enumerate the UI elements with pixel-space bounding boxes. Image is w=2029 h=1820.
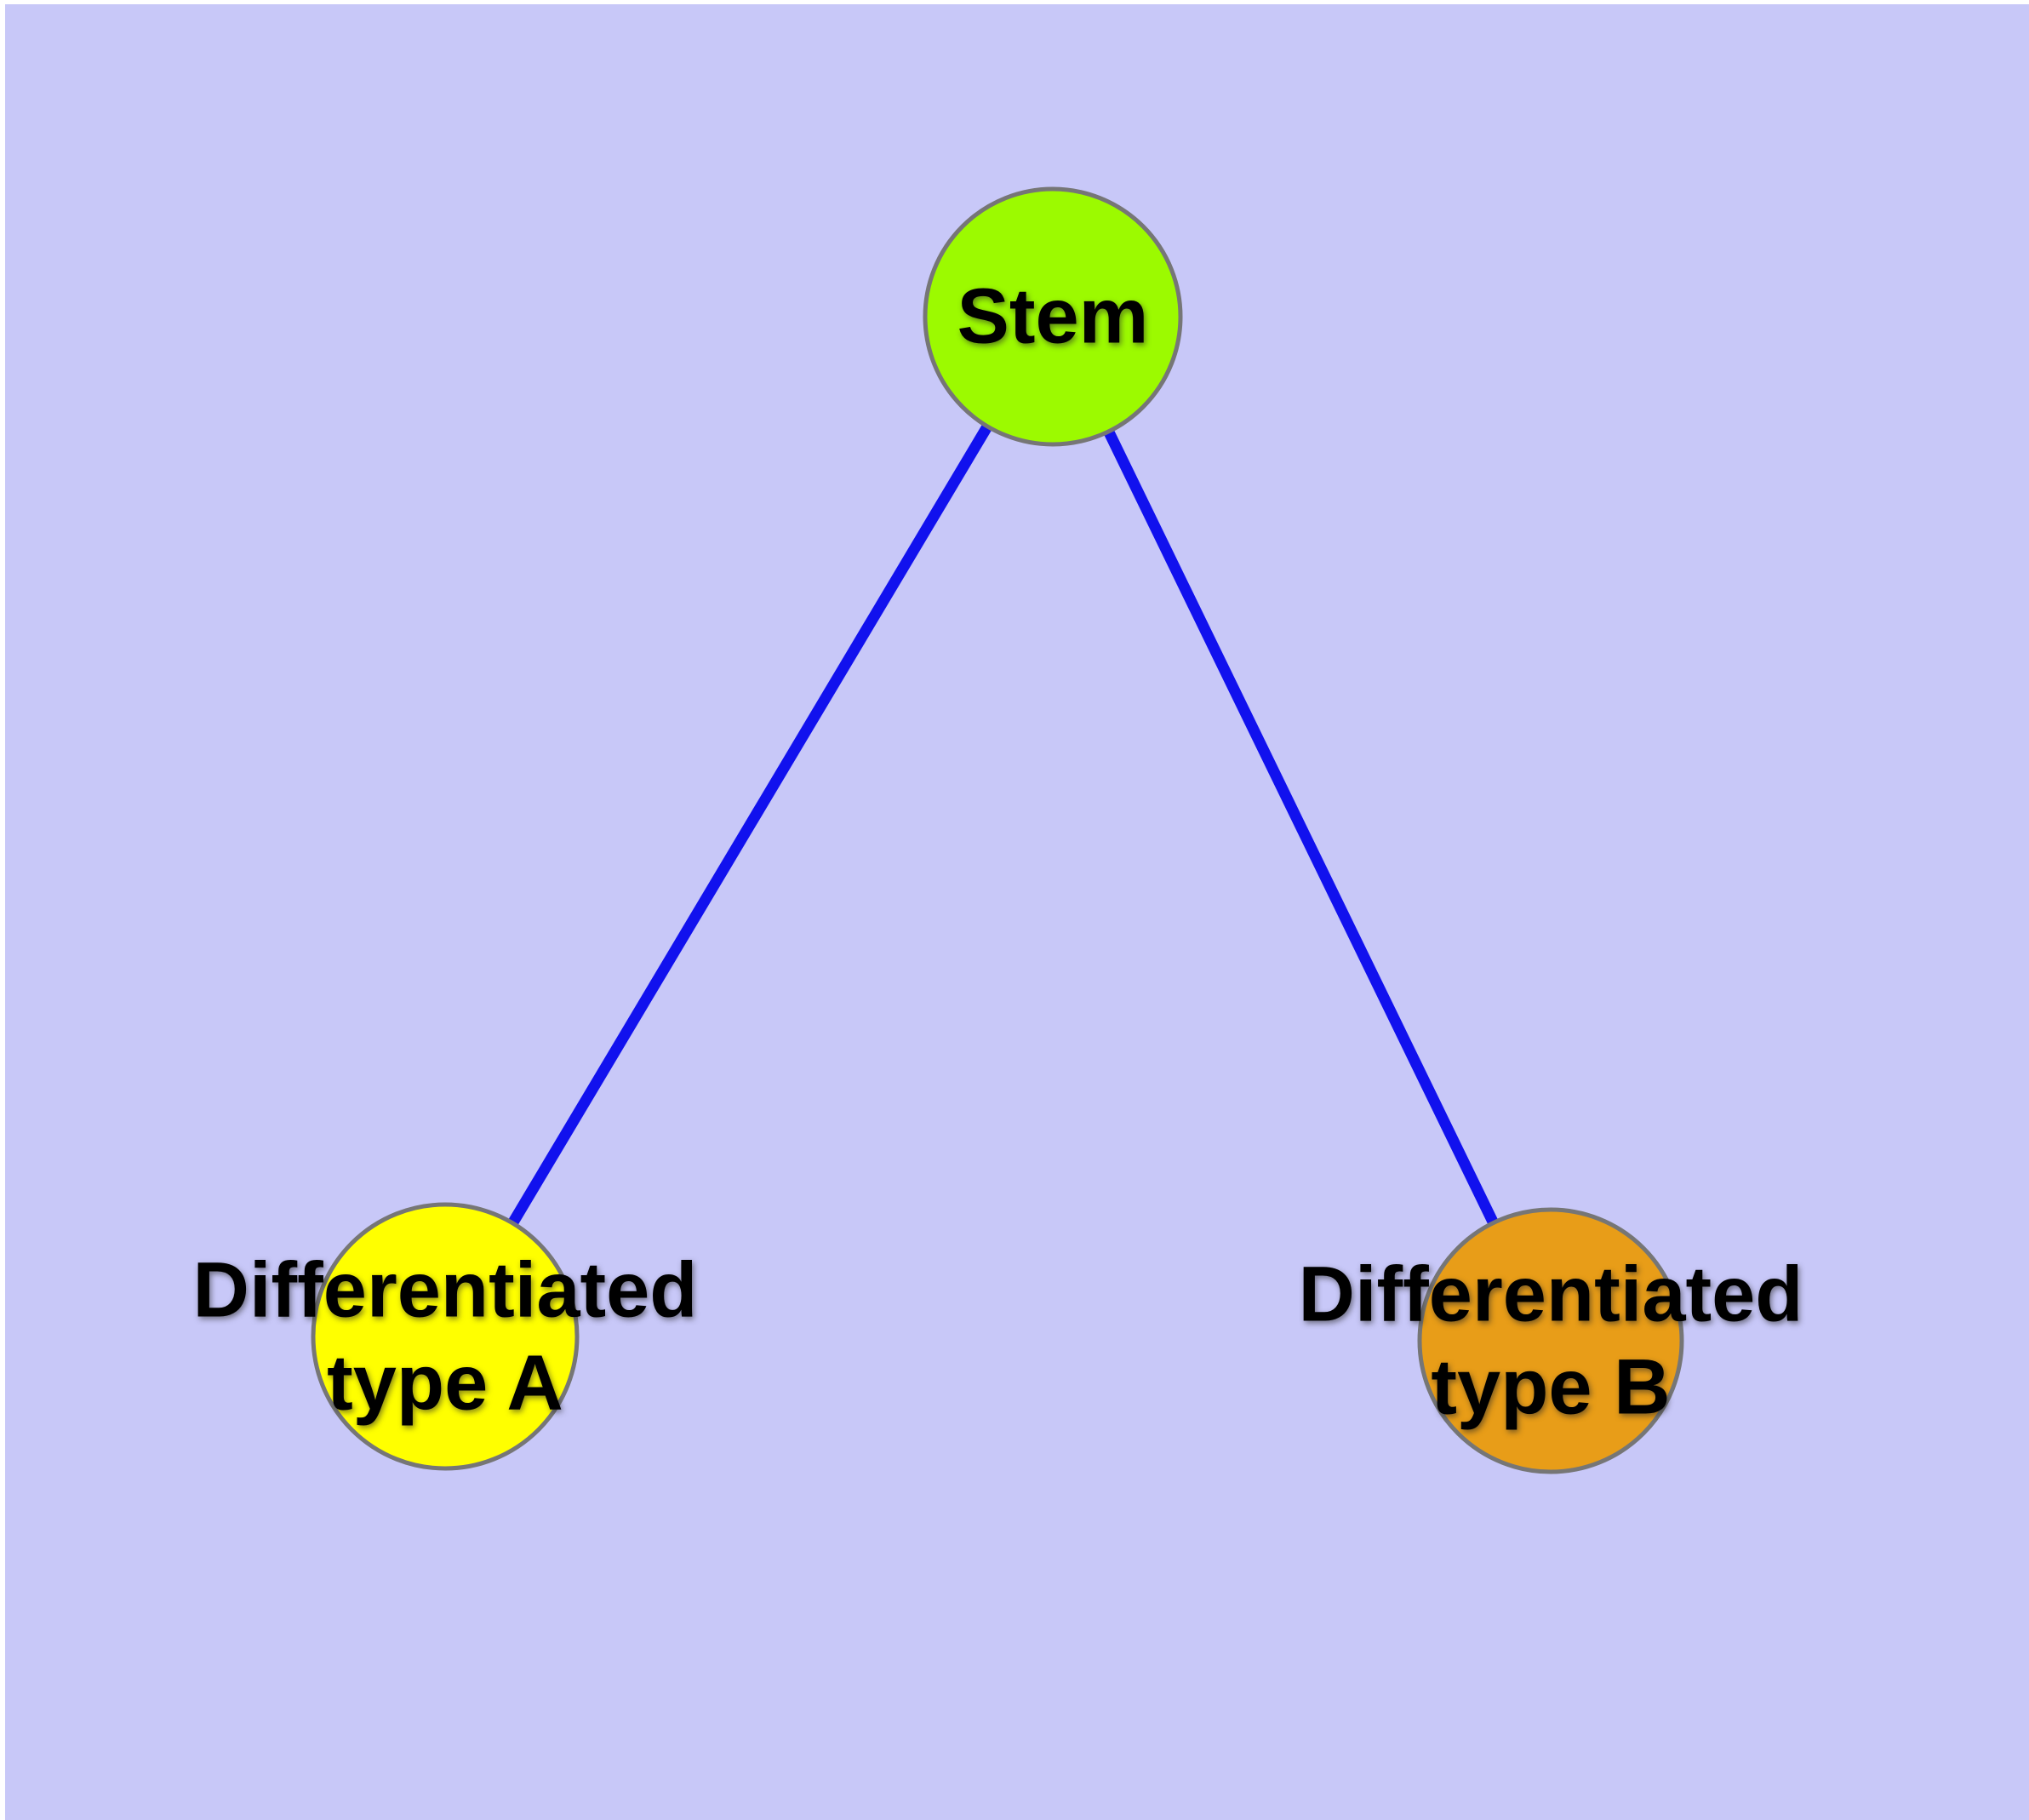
node-stem-circle[interactable] [923,186,1183,447]
node-differentiated-type-a-circle[interactable] [311,1202,580,1471]
edge-stem-to-type-b [1048,314,1556,1343]
edge-stem-to-type-a [440,313,1058,1340]
node-differentiated-type-b-circle[interactable] [1417,1207,1684,1474]
